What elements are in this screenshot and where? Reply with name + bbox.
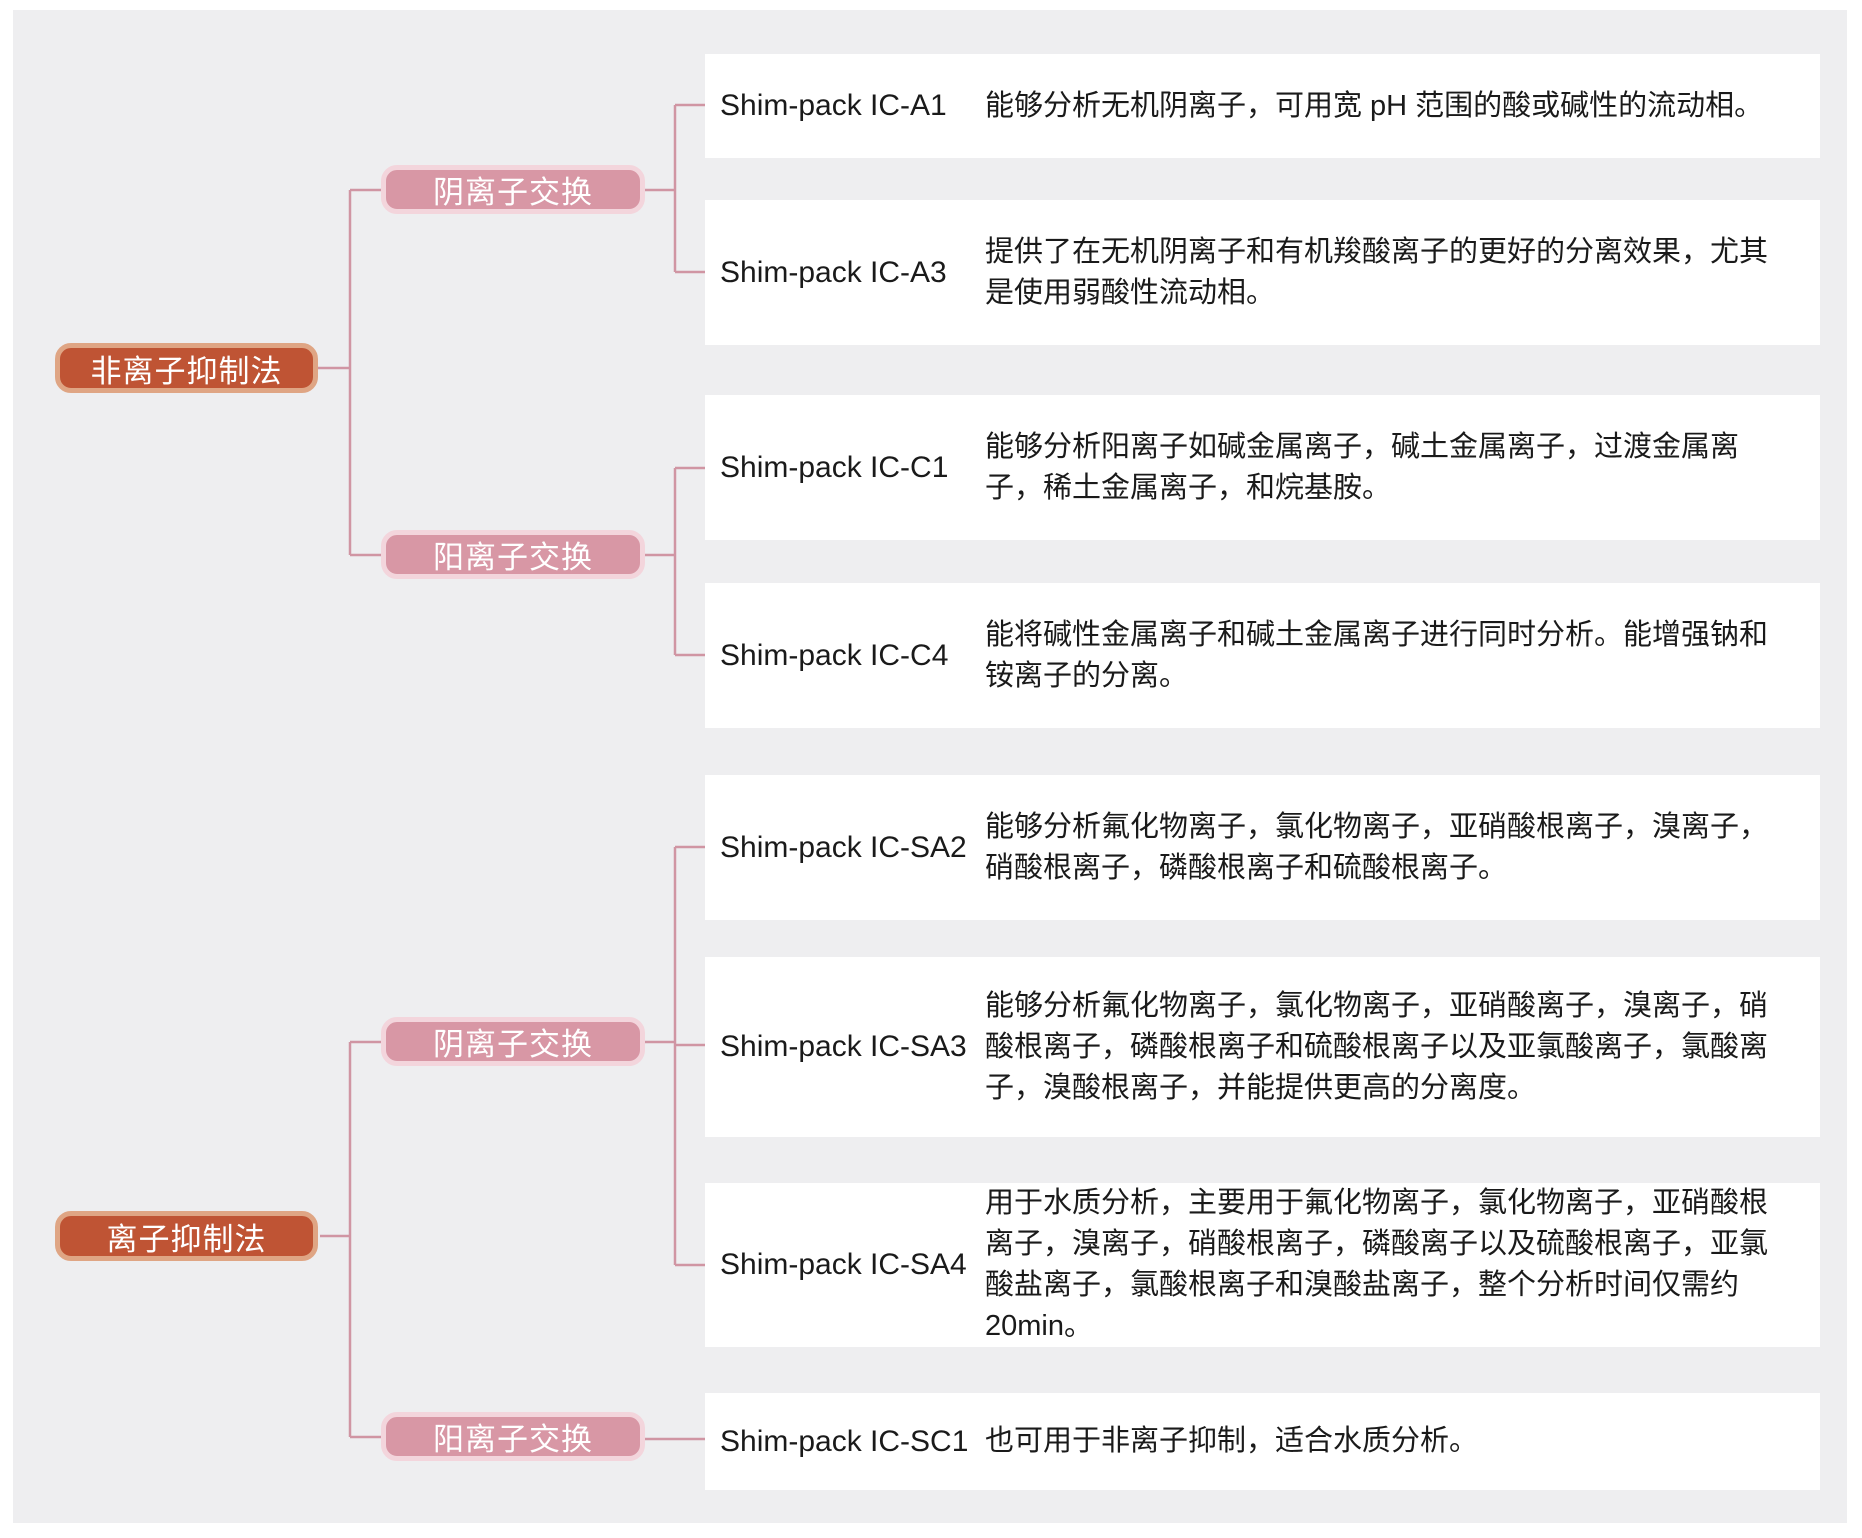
column-description: 能够分析氟化物离子，氯化物离子，亚硝酸离子，溴离子，硝酸根离子，磷酸根离子和硫酸… [985, 989, 1769, 1104]
column-description: 也可用于非离子抑制，适合水质分析。 [985, 1425, 1479, 1457]
exchange-node-label: 阳离子交换 [433, 1422, 593, 1457]
column-name: Shim-pack IC-A1 [720, 89, 947, 122]
column-description: 能够分析阳离子如碱金属离子，碱土金属离子，过渡金属离子，稀土金属离子，和烷基胺。 [985, 430, 1740, 504]
column-card-ic-a1: Shim-pack IC-A1 能够分析无机阴离子，可用宽 pH 范围的酸或碱性… [705, 54, 1820, 158]
exchange-node-cation-upper: 阳离子交换 [381, 530, 645, 579]
column-name: Shim-pack IC-A3 [720, 255, 947, 289]
column-card-ic-sa2: Shim-pack IC-SA2 能够分析氟化物离子，氯化物离子，亚硝酸根离子，… [705, 775, 1820, 920]
column-description: 提供了在无机阴离子和有机羧酸离子的更好的分离效果，尤其是使用弱酸性流动相。 [985, 235, 1769, 309]
exchange-node-label: 阴离子交换 [433, 1027, 593, 1062]
method-node-ion-suppression: 离子抑制法 [55, 1211, 318, 1261]
exchange-node-label: 阳离子交换 [433, 540, 593, 575]
column-description: 能够分析无机阴离子，可用宽 pH 范围的酸或碱性的流动相。 [985, 89, 1764, 122]
column-name: Shim-pack IC-SC1 [720, 1424, 969, 1458]
column-card-ic-c4: Shim-pack IC-C4 能将碱性金属离子和碱土金属离子进行同时分析。能增… [705, 583, 1820, 728]
column-card-ic-a3: Shim-pack IC-A3 提供了在无机阴离子和有机羧酸离子的更好的分离效果… [705, 200, 1820, 345]
method-node-non-ion-suppression: 非离子抑制法 [55, 343, 318, 393]
column-card-ic-sa3: Shim-pack IC-SA3 能够分析氟化物离子，氯化物离子，亚硝酸离子，溴… [705, 957, 1820, 1137]
column-description: 能将碱性金属离子和碱土金属离子进行同时分析。能增强钠和铵离子的分离。 [985, 618, 1769, 692]
column-description: 能够分析氟化物离子，氯化物离子，亚硝酸根离子，溴离子，硝酸根离子，磷酸根离子和硫… [985, 810, 1769, 884]
method-node-label: 离子抑制法 [106, 1221, 267, 1257]
column-name: Shim-pack IC-C1 [720, 450, 949, 484]
connector-group [318, 103, 710, 1441]
method-node-label: 非离子抑制法 [90, 353, 283, 389]
column-card-ic-c1: Shim-pack IC-C1 能够分析阳离子如碱金属离子，碱土金属离子，过渡金… [705, 395, 1820, 540]
column-name: Shim-pack IC-C4 [720, 638, 949, 672]
column-name: Shim-pack IC-SA4 [720, 1248, 967, 1281]
exchange-node-label: 阴离子交换 [433, 175, 593, 210]
column-card-ic-sc1: Shim-pack IC-SC1 也可用于非离子抑制，适合水质分析。 [705, 1393, 1820, 1490]
column-card-ic-sa4: Shim-pack IC-SA4 用于水质分析，主要用于氟化物离子，氯化物离子，… [705, 1183, 1820, 1347]
exchange-node-anion-lower: 阴离子交换 [381, 1017, 645, 1066]
column-description: 用于水质分析，主要用于氟化物离子，氯化物离子，亚硝酸根离子，溴离子，硝酸根离子，… [985, 1187, 1769, 1342]
column-name: Shim-pack IC-SA3 [720, 1030, 967, 1063]
column-name: Shim-pack IC-SA2 [720, 830, 967, 864]
exchange-node-anion-upper: 阴离子交换 [381, 165, 645, 214]
exchange-node-cation-lower: 阳离子交换 [381, 1412, 645, 1461]
